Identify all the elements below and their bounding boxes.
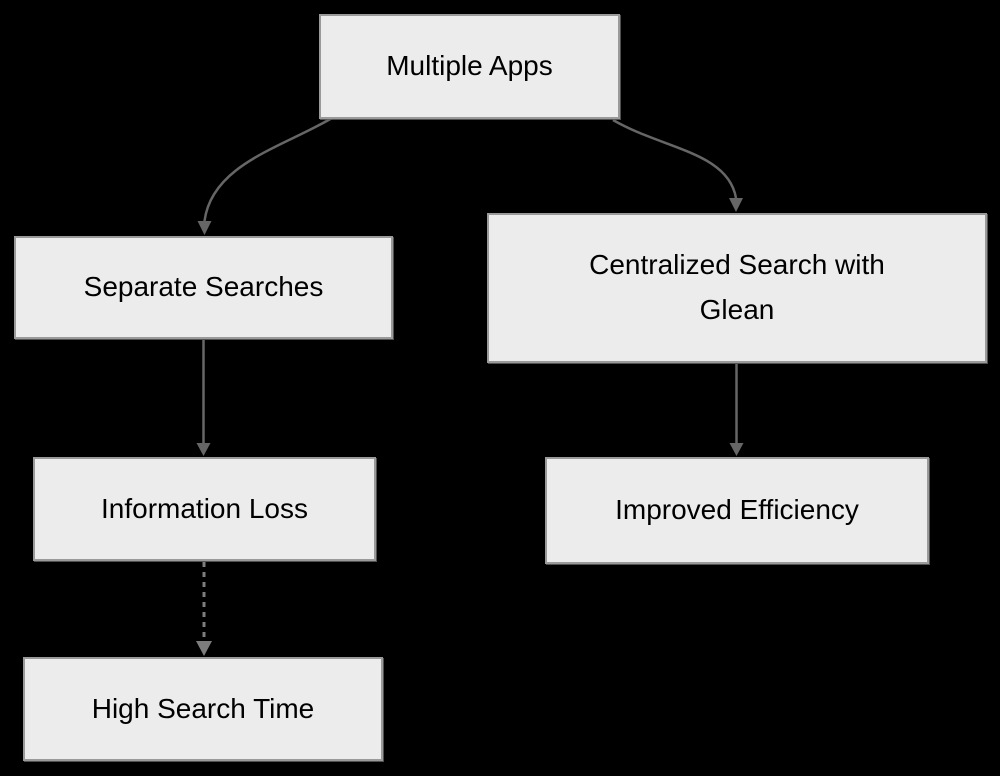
node-multiple-apps: Multiple Apps (319, 14, 620, 119)
node-label: Separate Searches (83, 271, 324, 303)
node-label: Information Loss (101, 492, 308, 524)
node-label: Improved Efficiency (615, 494, 859, 526)
edge-multiple-apps-to-centralized-search (612, 118, 743, 212)
node-high-search-time: High Search Time (23, 657, 383, 761)
arrowhead-icon (196, 443, 211, 456)
edge-multiple-apps-to-separate-searches (197, 116, 333, 235)
node-label: High Search Time (91, 692, 315, 724)
edge-centralized-search-to-improved-efficiency (729, 364, 744, 456)
edge-separate-searches-to-information-loss (196, 340, 211, 456)
arrowhead-icon (197, 221, 212, 235)
node-information-loss: Information Loss (33, 457, 376, 561)
arrowhead-icon (196, 641, 212, 656)
node-centralized-search: Centralized Search with Glean (487, 213, 987, 363)
edge-information-loss-to-high-search-time (196, 562, 212, 656)
node-separate-searches: Separate Searches (14, 236, 393, 339)
arrowhead-icon (729, 198, 743, 212)
node-improved-efficiency: Improved Efficiency (545, 457, 929, 564)
node-label: Centralized Search with Glean (589, 249, 885, 325)
node-label: Multiple Apps (386, 50, 553, 82)
arrowhead-icon (729, 443, 744, 456)
